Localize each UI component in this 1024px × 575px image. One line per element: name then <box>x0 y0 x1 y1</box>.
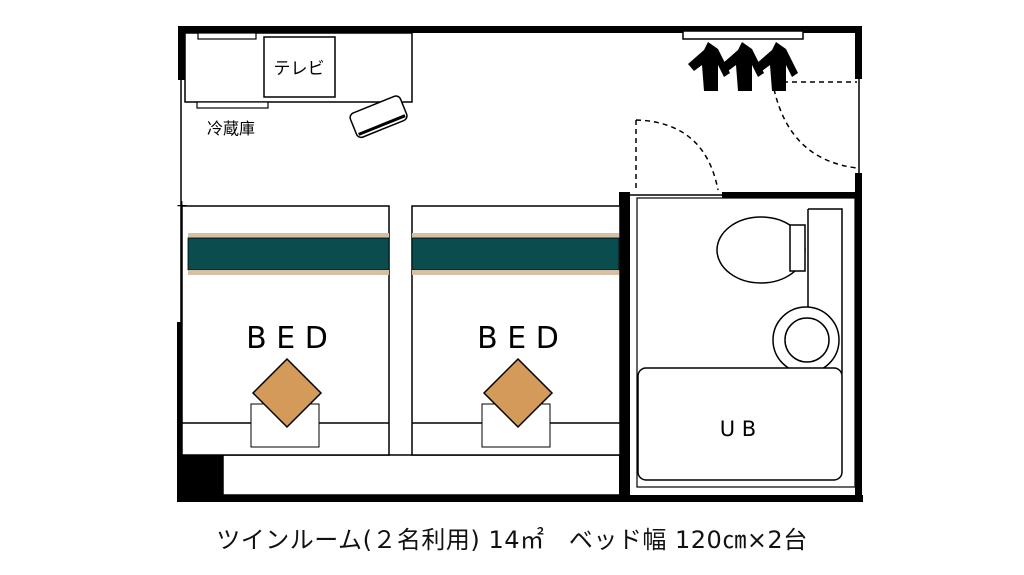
desk: テレビ 冷蔵庫 <box>184 32 413 139</box>
pillow-icon <box>482 357 554 429</box>
toilet <box>716 208 843 374</box>
chair <box>349 95 408 139</box>
entry-door <box>773 81 858 169</box>
hanger-icon <box>688 42 798 91</box>
bed-right: B E D <box>411 205 621 456</box>
corner-column <box>177 455 223 500</box>
room-type: ツインルーム <box>216 526 363 554</box>
fridge-label: 冷蔵庫 <box>207 119 255 138</box>
pillow-icon <box>251 357 323 429</box>
bed-width-label: ベッド幅 <box>568 526 667 554</box>
room-caption: ツインルーム(２名利用) 14㎡ ベッド幅 120㎝×2台 <box>0 520 1024 555</box>
bed-left-label: B E D <box>246 321 328 356</box>
room-area: 14㎡ <box>488 526 545 554</box>
bathroom-door <box>635 119 719 192</box>
bed-width: 120㎝×2台 <box>675 526 808 554</box>
bed-right-label: B E D <box>477 321 559 356</box>
tv-label: テレビ <box>274 59 325 79</box>
closet <box>682 30 804 91</box>
occupancy: (２名利用) <box>362 526 481 554</box>
unit-bath: U B <box>637 367 843 481</box>
bed-left: B E D <box>181 205 390 456</box>
tv <box>263 36 336 98</box>
unit-bath-label: U B <box>720 417 756 441</box>
